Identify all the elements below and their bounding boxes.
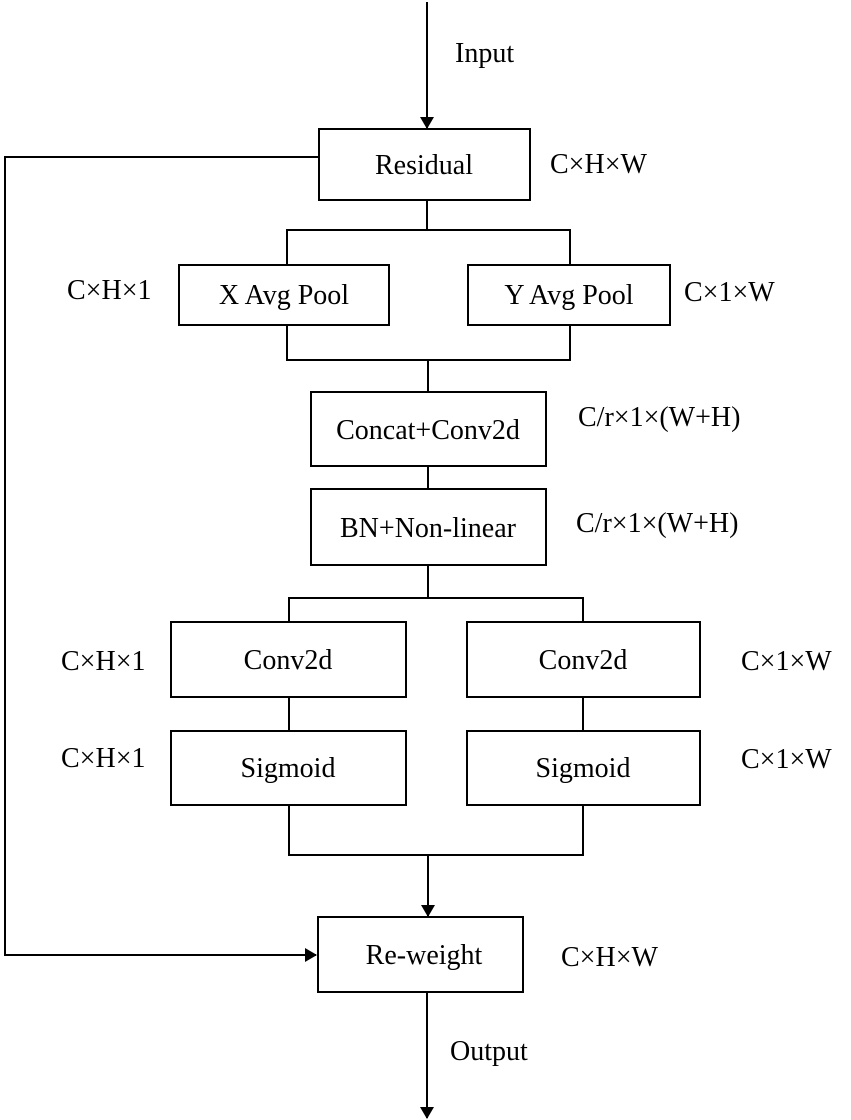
bn-nonlinear-dim: C/r×1×(W+H)	[576, 508, 738, 539]
conv2d-right-label: Conv2d	[539, 645, 628, 676]
y-avg-pool-label: Y Avg Pool	[504, 280, 633, 311]
residual-block: Residual	[318, 128, 531, 201]
concat-conv2d-block: Concat+Conv2d	[310, 391, 547, 467]
pool-merge-connector	[286, 325, 571, 361]
y-avg-pool-block: Y Avg Pool	[467, 264, 671, 326]
output-label: Output	[450, 1036, 528, 1067]
conv2d-right-block: Conv2d	[466, 621, 701, 698]
residual-label: Residual	[375, 150, 473, 181]
conv2d-left-block: Conv2d	[170, 621, 407, 698]
input-label: Input	[455, 38, 514, 69]
sigmoid-right-dim: C×1×W	[741, 744, 832, 775]
residual-skip-connection-arrow	[4, 156, 318, 962]
residual-dim: C×H×W	[550, 149, 647, 180]
sigmoid-left-block: Sigmoid	[170, 730, 407, 806]
concat-conv2d-label: Concat+Conv2d	[336, 415, 520, 446]
sigmoid-left-dim: C×H×1	[61, 743, 145, 774]
reweight-label: Re-weight	[366, 940, 483, 971]
bn-nonlinear-block: BN+Non-linear	[310, 488, 547, 566]
sigmoid-right-block: Sigmoid	[466, 730, 701, 806]
sigmoid-merge-connector	[288, 805, 584, 856]
x-avg-pool-label: X Avg Pool	[219, 280, 349, 311]
pool-split-connector	[286, 229, 571, 265]
bn-nonlinear-label: BN+Non-linear	[340, 513, 517, 544]
conv2d-left-label: Conv2d	[244, 645, 333, 676]
conv2d-left-dim: C×H×1	[61, 646, 145, 677]
reweight-dim: C×H×W	[561, 942, 658, 973]
x-avg-pool-block: X Avg Pool	[178, 264, 390, 326]
conv-split-connector	[288, 597, 584, 622]
concat-conv2d-dim: C/r×1×(W+H)	[578, 402, 740, 433]
conv2d-right-dim: C×1×W	[741, 646, 832, 677]
y-avg-pool-dim: C×1×W	[684, 277, 775, 308]
sigmoid-right-label: Sigmoid	[536, 753, 631, 784]
sigmoid-left-label: Sigmoid	[241, 753, 336, 784]
reweight-block: Re-weight	[317, 916, 524, 993]
x-avg-pool-dim: C×H×1	[67, 275, 151, 306]
